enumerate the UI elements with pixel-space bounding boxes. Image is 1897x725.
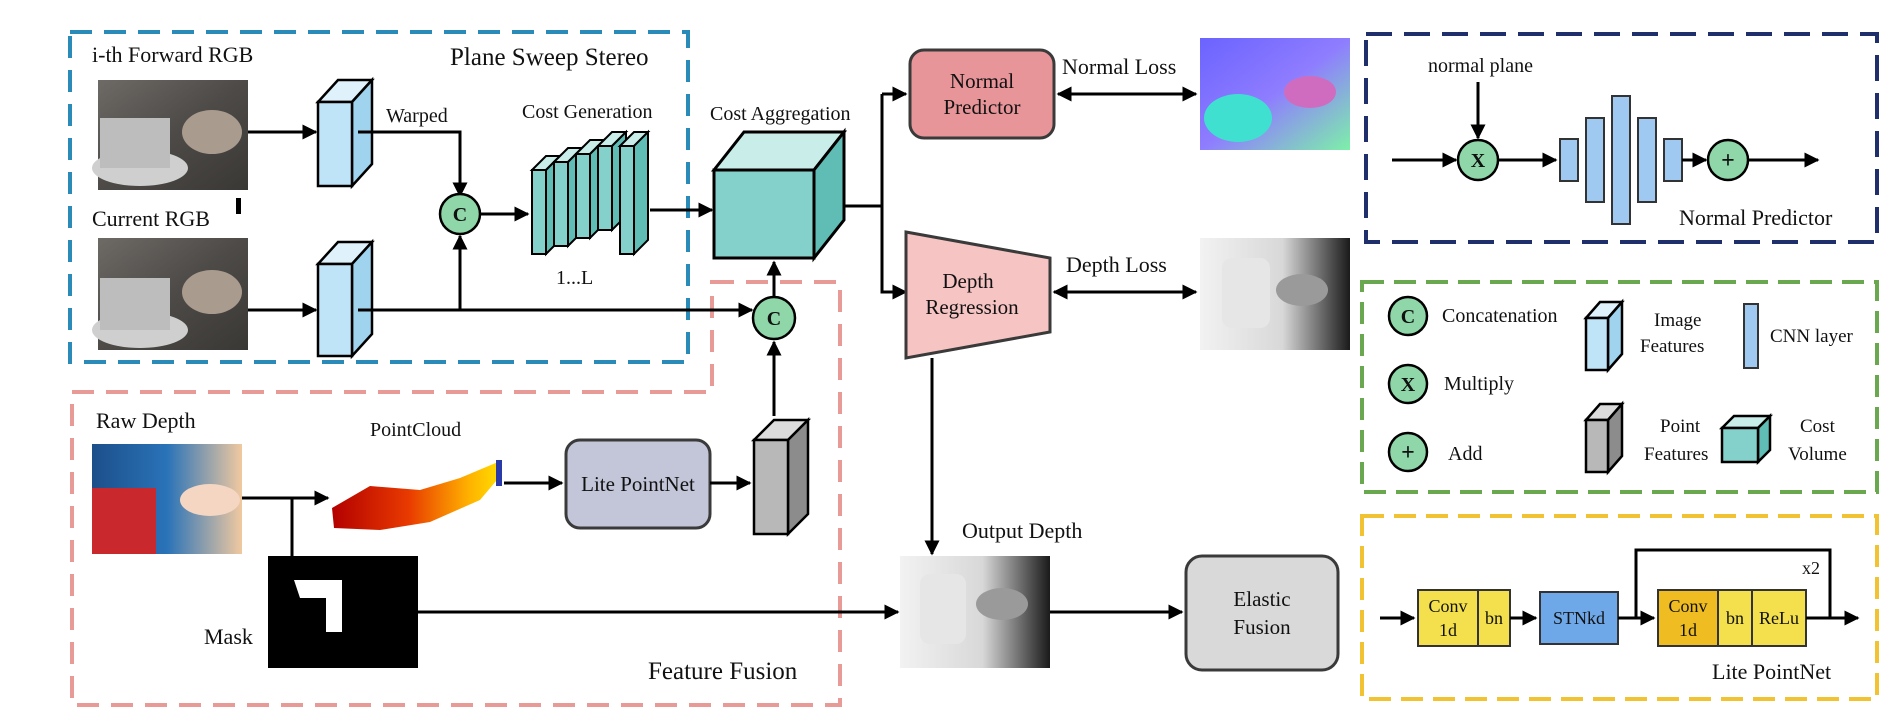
legend-cost-volume-text-2: Volume (1788, 444, 1847, 465)
legend-multiply-icon: X (1387, 363, 1429, 405)
conv1d-block-b: Conv 1d (1657, 589, 1719, 647)
svg-text:STNkd: STNkd (1553, 608, 1605, 628)
svg-text:X: X (1471, 150, 1486, 172)
svg-text:Fusion: Fusion (1233, 615, 1291, 639)
svg-text:C: C (1401, 306, 1415, 328)
arrow-to-depth-regression (880, 206, 908, 300)
pointcloud-label: PointCloud (370, 419, 461, 441)
normal-predictor-title: Normal Predictor (1679, 205, 1833, 230)
svg-text:Predictor: Predictor (944, 95, 1021, 119)
legend-concatenation-text: Concatenation (1442, 305, 1558, 327)
cost-generation-stack (529, 129, 651, 257)
normal-predictor-panel (1364, 32, 1879, 244)
legend-cnn-layer-text: CNN layer (1770, 326, 1854, 347)
raw-depth-label: Raw Depth (96, 408, 196, 433)
lite-pointnet-panel (1360, 514, 1879, 701)
relu-block: ReLu (1751, 589, 1807, 647)
svg-text:Depth: Depth (942, 269, 994, 293)
bn-block-b: bn (1717, 589, 1753, 647)
mask-label: Mask (204, 624, 253, 649)
legend-cnn-layer-icon (1743, 303, 1759, 369)
cnn-layer-stack (1559, 95, 1683, 225)
svg-text:bn: bn (1726, 608, 1744, 628)
legend-multiply-text: Multiply (1444, 373, 1514, 395)
repeat-count-label: x2 (1802, 558, 1820, 578)
forward-rgb-image (92, 80, 248, 190)
point-feature-block (750, 416, 812, 538)
legend-image-features-text-1: Image (1654, 310, 1701, 331)
raw-depth-image (92, 444, 242, 554)
depth-loss-label: Depth Loss (1066, 252, 1167, 277)
legend-cost-volume-icon (1718, 412, 1774, 466)
pointcloud-image (332, 460, 502, 530)
stnkd-block: STNkd (1539, 591, 1619, 645)
image-feature-block-top (315, 76, 375, 190)
svg-text:Regression: Regression (925, 295, 1019, 319)
legend-concat-icon: C (1387, 295, 1429, 337)
legend-image-features-text-2: Features (1640, 336, 1704, 357)
line-repeat-loop (1634, 548, 1832, 618)
svg-text:C: C (767, 308, 781, 330)
svg-text:Conv: Conv (1668, 596, 1707, 616)
normal-plane-label: normal plane (1428, 55, 1533, 77)
legend-point-features-text-2: Features (1644, 444, 1708, 465)
svg-text:1d: 1d (1679, 620, 1697, 640)
svg-text:Normal: Normal (950, 69, 1014, 93)
legend-point-feature-icon (1583, 400, 1625, 476)
mask-image (268, 556, 418, 668)
normal-map-image (1200, 38, 1350, 150)
legend-add-icon: + (1387, 431, 1429, 473)
feature-fusion-title: Feature Fusion (648, 658, 798, 685)
normal-loss-label: Normal Loss (1062, 54, 1176, 79)
image-feature-block-bottom (315, 238, 375, 360)
plane-sweep-panel (68, 30, 690, 364)
bn-block-a: bn (1477, 589, 1511, 647)
small-marker (236, 198, 241, 214)
svg-text:C: C (453, 204, 467, 226)
depth-regression-node: Depth Regression (904, 230, 1052, 360)
lite-pointnet-node: Lite PointNet (564, 438, 712, 530)
current-rgb-label: Current RGB (92, 206, 210, 231)
concat-symbol-fusion: C (751, 295, 797, 341)
svg-text:Lite PointNet: Lite PointNet (581, 472, 695, 496)
normal-predictor-node: Normal Predictor (908, 48, 1056, 140)
svg-text:+: + (1401, 440, 1415, 466)
output-depth-label: Output Depth (962, 518, 1082, 543)
cost-range-label: 1...L (556, 267, 593, 289)
plane-sweep-title: Plane Sweep Stereo (450, 44, 649, 71)
legend-panel (1360, 280, 1879, 494)
conv1d-block-a: Conv 1d (1417, 589, 1479, 647)
concat-symbol-plane-sweep: C (438, 192, 482, 236)
svg-text:X: X (1401, 374, 1416, 396)
cost-generation-label: Cost Generation (522, 101, 653, 123)
svg-text:ReLu: ReLu (1759, 608, 1799, 628)
forward-rgb-label: i-th Forward RGB (92, 42, 253, 67)
multiply-symbol: X (1456, 138, 1500, 182)
cost-aggregation-volume (710, 127, 848, 263)
current-rgb-image (92, 238, 248, 350)
svg-text:+: + (1721, 148, 1735, 174)
svg-text:bn: bn (1485, 608, 1503, 628)
elastic-fusion-node: Elastic Fusion (1184, 554, 1340, 672)
depth-map-image (1200, 238, 1350, 350)
svg-text:1d: 1d (1439, 620, 1457, 640)
svg-text:Conv: Conv (1428, 596, 1467, 616)
warped-label: Warped (386, 105, 448, 127)
add-symbol: + (1706, 138, 1750, 182)
legend-cost-volume-text-1: Cost (1800, 416, 1836, 437)
output-depth-image (900, 556, 1050, 668)
lite-pointnet-title: Lite PointNet (1712, 659, 1831, 684)
legend-image-feature-icon (1583, 298, 1625, 374)
legend-point-features-text-1: Point (1660, 416, 1701, 437)
svg-text:Elastic: Elastic (1233, 587, 1290, 611)
arrow-warped (358, 130, 468, 198)
cost-aggregation-label: Cost Aggregation (710, 103, 851, 125)
legend-add-text: Add (1448, 443, 1482, 465)
